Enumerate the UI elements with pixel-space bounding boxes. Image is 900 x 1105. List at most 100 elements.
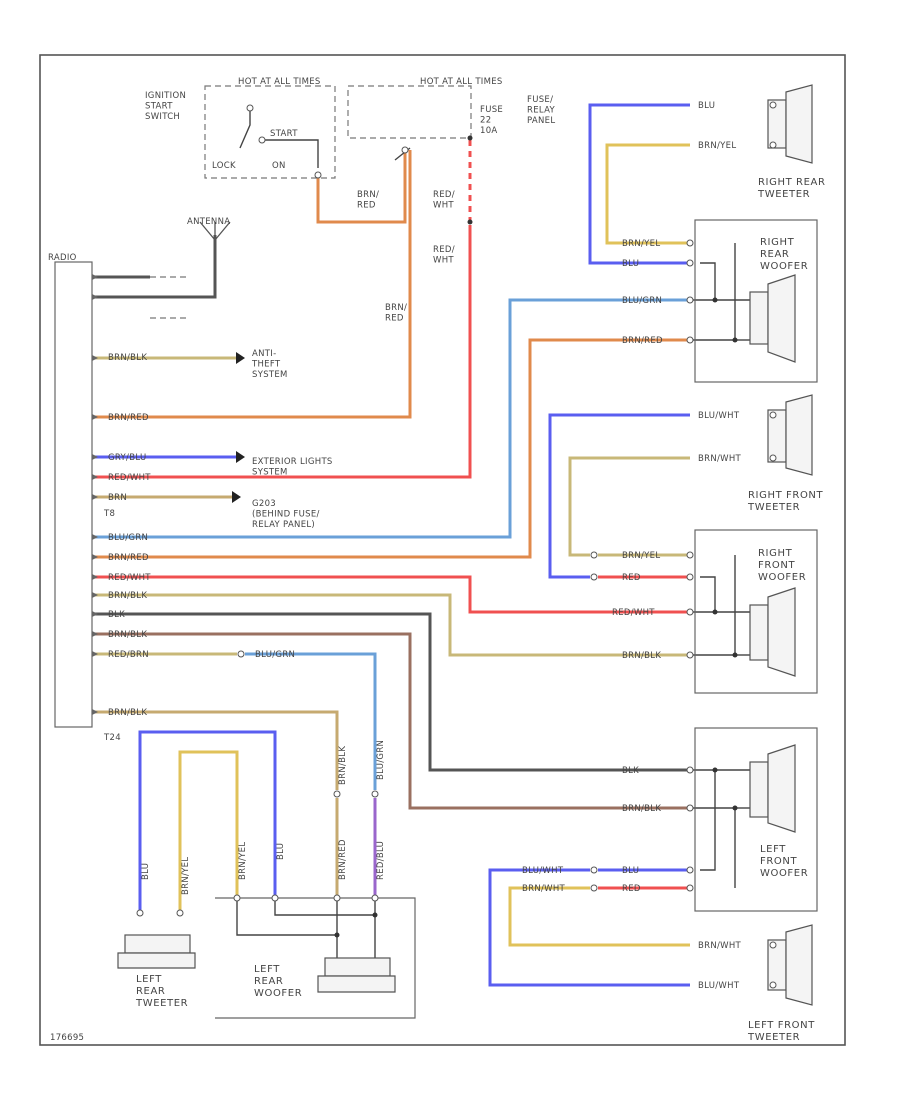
wire-label-lf-brn-blk: BRN/BLK (622, 804, 661, 814)
label-line: 10A (480, 126, 498, 136)
wire-label-lr-blu-2: BLU (276, 843, 286, 860)
wire-lf-tweeter-yel (508, 886, 690, 947)
internal-wire (236, 898, 337, 936)
wire-rr-woofer-blu-grn (92, 298, 690, 539)
label-line: SYSTEM (252, 468, 288, 478)
internal-wire (690, 576, 716, 613)
junction-dots (334, 135, 738, 938)
wire-label-lr-blu: BLU (141, 863, 151, 880)
label-line: START (145, 102, 173, 112)
internal-wire (690, 807, 736, 888)
label-line: WOOFER (758, 572, 806, 583)
lf-tweeter-icon (767, 924, 813, 1006)
radio-pins (92, 274, 98, 715)
lf-woofer-box (694, 727, 818, 912)
label-radio: RADIO (48, 253, 77, 263)
label-red-wht-1: RED/WHT (433, 190, 455, 211)
label-t8: T8 (103, 509, 115, 519)
antenna-dashed (150, 276, 190, 319)
label-line: TWEETER (747, 1032, 800, 1043)
label-line: REAR (136, 986, 165, 997)
wire-label-brn: BRN (108, 493, 127, 503)
wire-label-rf-brn-blk: BRN/BLK (622, 651, 661, 661)
wire-lr-tweeter-yel (178, 750, 239, 910)
wire-label-blu-grn-2: BLU/GRN (255, 650, 295, 660)
wire-lr-woofer-tan (92, 710, 339, 790)
label-line: PANEL (527, 116, 555, 126)
wire-label-lr-blu-red: RED/BLU (376, 841, 386, 880)
label-g203: G203(BEHIND FUSE/RELAY PANEL) (252, 499, 320, 530)
label-line: FUSE (480, 105, 503, 115)
label-line: RED/ (433, 245, 455, 255)
wire-rr-woofer-brn-red (92, 338, 690, 559)
wire-label-lr-blu-grn: BLU/GRN (376, 740, 386, 780)
wire-label-lf-brn-wht: BRN/WHT (522, 884, 566, 894)
wire-label-rf-blu-wht: BLU/WHT (698, 411, 740, 421)
antenna-icon (199, 221, 231, 242)
wire-label-rf-brn-wht: BRN/WHT (698, 454, 742, 464)
label-line: THEFT (251, 360, 281, 370)
ignition-contact (260, 139, 319, 168)
label-antenna: ANTENNA (187, 217, 230, 227)
wire-rr-tweeter-yel (605, 143, 690, 245)
ignition-contact (239, 110, 251, 149)
label-line: RED/ (433, 190, 455, 200)
rf-woofer-icon (749, 587, 796, 677)
wire-label-lf-blu: BLU (622, 866, 639, 876)
wire-lr-tweeter-blu (138, 730, 277, 910)
label-line: TWEETER (747, 502, 800, 513)
wire-red-wht (92, 225, 472, 479)
label-line: TWEETER (135, 998, 188, 1009)
label-line: RIGHT REAR (758, 177, 826, 188)
label-hot-run-start: HOT AT ALL TIMES (238, 77, 321, 87)
wire-rf-tweeter-blu (548, 413, 690, 579)
fuse-relay-box (347, 85, 472, 139)
wire-label-blu-grn: BLU/GRN (108, 533, 148, 543)
ignition-switch-box (204, 85, 336, 179)
label-brn-red-1: BRN/RED (357, 190, 379, 211)
wire-brn-red-ignition (316, 150, 407, 224)
wire-label-brn-red: BRN/RED (108, 413, 149, 423)
label-line: FRONT (760, 856, 797, 867)
wire-label-lr-brn-yel: BRN/YEL (181, 857, 191, 895)
label-line: REAR (760, 249, 789, 260)
label-line: WHT (433, 256, 454, 266)
label-line: RED (385, 314, 404, 324)
wire-rf-tweeter-brn (568, 456, 690, 557)
label-line: SYSTEM (252, 370, 288, 380)
lr-tweeter-icon (117, 934, 196, 969)
internal-wire (690, 769, 716, 871)
label-line: BRN/ (385, 303, 407, 313)
wire-group (92, 103, 690, 987)
lr-woofer-icon (317, 957, 396, 993)
rr-woofer-icon (749, 274, 796, 363)
label-line: EXTERIOR LIGHTS (252, 457, 333, 467)
wire-label-red-wht: RED/WHT (108, 473, 151, 483)
label-brn-red-2: BRN/RED (385, 303, 407, 324)
label-line: LEFT FRONT (748, 1020, 815, 1031)
wire-label-brn-blk-3: BRN/BLK (108, 630, 147, 640)
internal-wiring (236, 110, 750, 958)
rr-tweeter-icon (767, 84, 813, 164)
label-line: IGNITION (145, 91, 186, 101)
wire-label-brn-blk: BRN/BLK (108, 353, 147, 363)
arrow-ground (232, 491, 241, 503)
label-line: RIGHT (758, 548, 793, 559)
rf-woofer-box (694, 529, 818, 694)
wire-label-lr-brn-red: BRN/RED (338, 839, 348, 880)
wire-label-rr-brn-yel: BRN/YEL (698, 141, 736, 151)
wire-lr-woofer-blu-grn (245, 652, 377, 790)
label-line: 22 (480, 116, 491, 126)
wire-label-rr-blu-grn: BLU/GRN (622, 296, 662, 306)
internal-wire (690, 555, 736, 656)
wire-lf-tweeter-blu (488, 868, 690, 987)
wire-label-brn-blk-4: BRN/BLK (108, 708, 147, 718)
diagram-code: 176695 (50, 1033, 84, 1043)
system-arrows (232, 352, 245, 503)
label-t24: T24 (103, 733, 121, 743)
